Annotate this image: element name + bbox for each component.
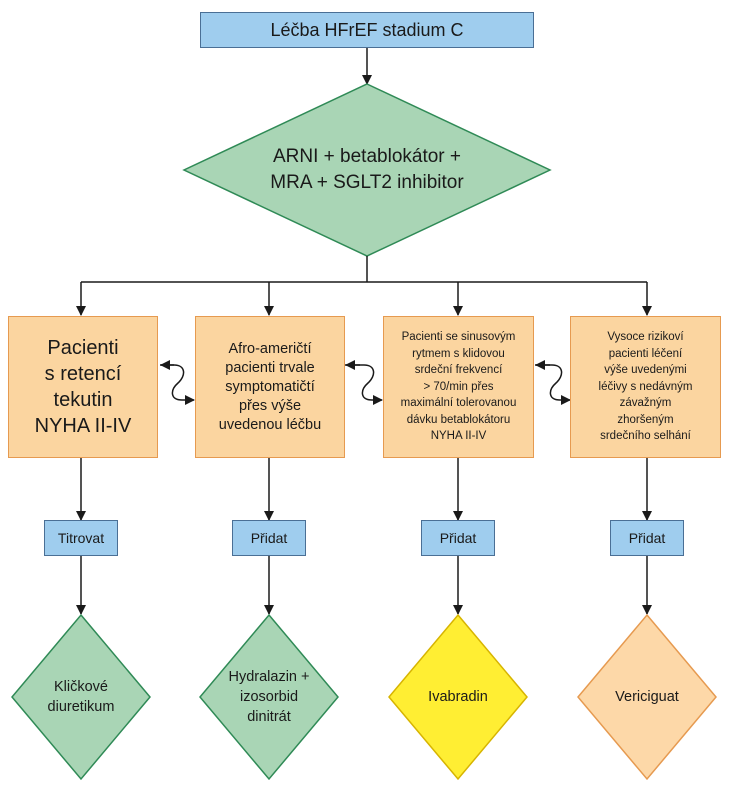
double-arrow-2-3 — [345, 360, 383, 405]
treatment-diamond-4 — [577, 613, 717, 781]
condition-box-4: Vysoce rizikoví pacienti léčení výše uve… — [570, 316, 721, 458]
action-label-1: Titrovat — [57, 530, 105, 546]
condition-box-1: Pacienti s retencí tekutin NYHA II-IV — [8, 316, 158, 458]
condition-text-4: Vysoce rizikoví pacienti léčení výše uve… — [598, 331, 693, 443]
main-diamond-label: ARNI + betablokátor + MRA + SGLT2 inhibi… — [270, 146, 464, 193]
treatment-label-1: Kličkové diuretikum — [47, 679, 115, 715]
action-box-4: Přidat — [610, 520, 684, 556]
action-box-2: Přidat — [232, 520, 306, 556]
condition-text-1: Pacienti s retencí tekutin NYHA II-IV — [34, 337, 132, 437]
double-arrow-1-2 — [160, 360, 195, 405]
condition-box-2: Afro-američtí pacienti trvale symptomati… — [195, 316, 345, 458]
action-label-2: Přidat — [250, 530, 288, 546]
treatment-diamond-3 — [388, 613, 528, 781]
treatment-label-3: Ivabradin — [428, 689, 488, 705]
condition-text-2: Afro-američtí pacienti trvale symptomati… — [218, 340, 322, 433]
top-box: Léčba HFrEF stadium C — [200, 12, 534, 48]
action-label-4: Přidat — [628, 530, 666, 546]
action-box-1: Titrovat — [44, 520, 118, 556]
treatment-label-4: Vericiguat — [615, 689, 679, 705]
treatment-diamond-1 — [11, 613, 151, 781]
condition-text-3: Pacienti se sinusovým rytmem s klidovou … — [400, 331, 517, 443]
double-arrow-3-4 — [535, 360, 571, 405]
action-label-3: Přidat — [439, 530, 477, 546]
condition-box-3: Pacienti se sinusovým rytmem s klidovou … — [383, 316, 534, 458]
treatment-diamond-2 — [199, 613, 339, 781]
treatment-label-2: Hydralazin + izosorbid dinitrát — [228, 669, 310, 725]
action-box-3: Přidat — [421, 520, 495, 556]
top-box-label: Léčba HFrEF stadium C — [270, 19, 464, 40]
